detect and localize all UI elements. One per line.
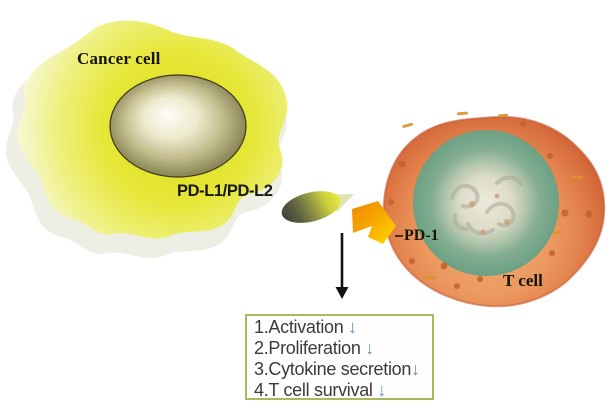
down-arrow-icon: ↓ [365,338,374,358]
t-cell-label: T cell [503,271,543,290]
effect-text: 3.Cytokine secretion [254,359,412,379]
downward-arrow [335,233,349,299]
effect-item-t-cell-survival: 4.T cell survival ↓ [254,380,432,401]
pd1-receptor-shape [352,201,396,244]
effect-text: 2.Proliferation [254,338,366,358]
down-arrow-icon: ↓ [348,317,357,337]
inhibited-functions-box: 1.Activation ↓ 2.Proliferation ↓ 3.Cytok… [245,314,434,400]
effect-text: 4.T cell survival [254,380,378,400]
effect-item-proliferation: 2.Proliferation ↓ [254,338,432,359]
pdl1-ligand-shape [281,191,355,223]
cancer-cell-nucleus [109,74,247,178]
pd1-label: PD-1 [404,227,439,244]
down-arrow-icon: ↓ [411,359,420,379]
down-arrow-icon: ↓ [377,380,387,400]
t-cell-granules [388,121,593,289]
pdl1-pdl2-label: PD-L1/PD-L2 [177,182,273,200]
effect-item-cytokine-secretion: 3.Cytokine secretion↓ [254,359,432,380]
effect-text: 1.Activation [254,317,349,337]
chromatin-dots [469,193,510,235]
t-cell-nucleus [413,130,559,276]
effect-item-activation: 1.Activation ↓ [254,317,432,338]
cancer-cell-label: Cancer cell [77,49,161,68]
t-cell-dashes [384,111,583,280]
